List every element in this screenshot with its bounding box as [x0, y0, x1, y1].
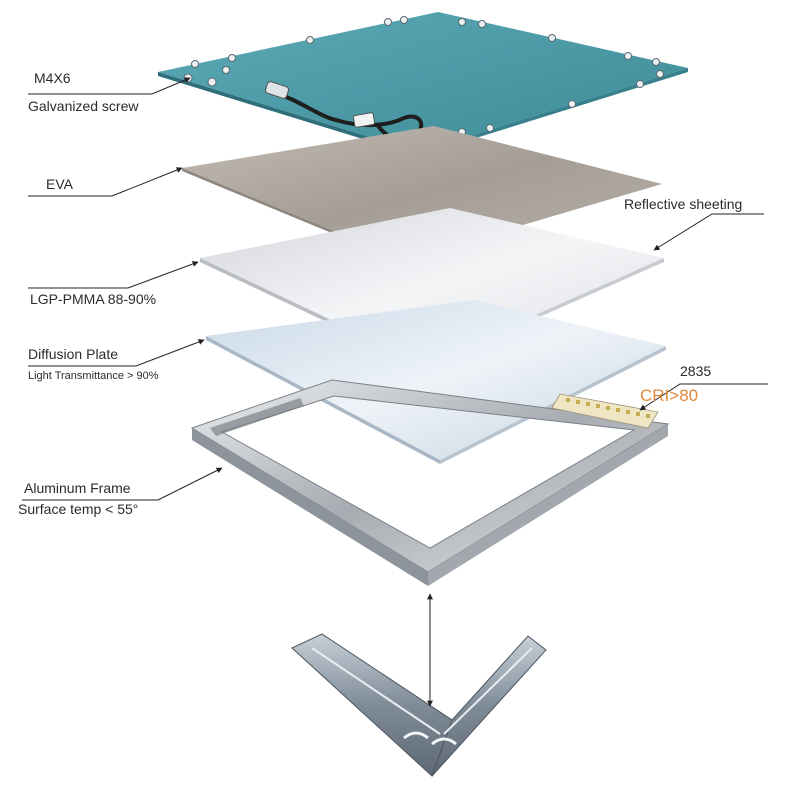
- frame-outer-edge-right: [428, 424, 668, 586]
- profile-groove: [443, 647, 533, 735]
- led-chip: [606, 406, 610, 410]
- screw: [384, 18, 392, 26]
- backplate-edge-right: [418, 68, 688, 156]
- profile-right-arm: [431, 635, 547, 777]
- leader-diffusion: [28, 339, 205, 367]
- frame-inner-shadow: [210, 398, 304, 436]
- leader-lgp: [28, 261, 199, 289]
- frame-outer-edge: [192, 428, 428, 586]
- led-chip: [636, 412, 640, 416]
- label-surface-temp: Surface temp < 55°: [18, 501, 139, 517]
- profile-groove: [311, 647, 441, 735]
- leader-screw: [28, 77, 191, 95]
- diffusion-edge-right: [440, 346, 666, 464]
- backplate: [158, 12, 688, 152]
- screw: [191, 60, 199, 68]
- led-strip: [551, 393, 659, 429]
- screw: [183, 73, 193, 83]
- leader-reflective: [653, 213, 764, 251]
- led-chips: [566, 398, 650, 418]
- leader-lines: [22, 77, 768, 501]
- cable-connector: [264, 81, 290, 99]
- corner-profile: [291, 633, 547, 777]
- label-lgp: LGP-PMMA 88-90%: [30, 291, 157, 307]
- screw: [624, 52, 632, 60]
- aluminum-frame-layer: [190, 379, 670, 586]
- label-cri: CRI>80: [640, 386, 699, 405]
- screw: [222, 66, 230, 74]
- cable-clamp: [352, 112, 376, 128]
- screw: [478, 20, 486, 28]
- screw: [636, 80, 644, 88]
- leader-led: [639, 383, 768, 411]
- label-light-transmittance: Light Transmittance > 90%: [28, 370, 159, 382]
- label-screw-size: M4X6: [34, 70, 71, 86]
- leader-eva: [28, 167, 183, 197]
- backplate-edge: [158, 72, 418, 156]
- screw: [486, 124, 494, 132]
- lgp-sheet: [200, 208, 664, 364]
- diffusion-layer: [206, 300, 666, 464]
- led-chip: [646, 414, 650, 418]
- screw: [548, 34, 556, 42]
- diffusion-sheet: [206, 300, 666, 460]
- profile-corner-cutouts: [403, 731, 457, 746]
- label-screw-type: Galvanized screw: [28, 98, 139, 114]
- leader-frame: [22, 467, 223, 501]
- screw: [306, 36, 314, 44]
- led-chip: [616, 408, 620, 412]
- label-aluminum-frame: Aluminum Frame: [24, 480, 131, 496]
- led-chip: [596, 404, 600, 408]
- profile-left-arm: [291, 633, 453, 777]
- screw: [568, 100, 576, 108]
- label-led-type: 2835: [680, 363, 712, 379]
- label-eva: EVA: [46, 176, 73, 192]
- screw: [652, 58, 660, 66]
- led-chip: [576, 400, 580, 404]
- label-reflective-sheeting: Reflective sheeting: [624, 196, 743, 212]
- led-chip: [566, 398, 570, 402]
- label-diffusion-plate: Diffusion Plate: [28, 346, 119, 362]
- backplate-layer: [158, 12, 688, 156]
- screw: [228, 54, 236, 62]
- led-chip: [586, 402, 590, 406]
- led-chip: [626, 410, 630, 414]
- screw: [458, 18, 466, 26]
- screw: [656, 70, 664, 78]
- screw: [207, 77, 217, 87]
- eva-sheet: [182, 126, 662, 260]
- screw: [400, 16, 408, 24]
